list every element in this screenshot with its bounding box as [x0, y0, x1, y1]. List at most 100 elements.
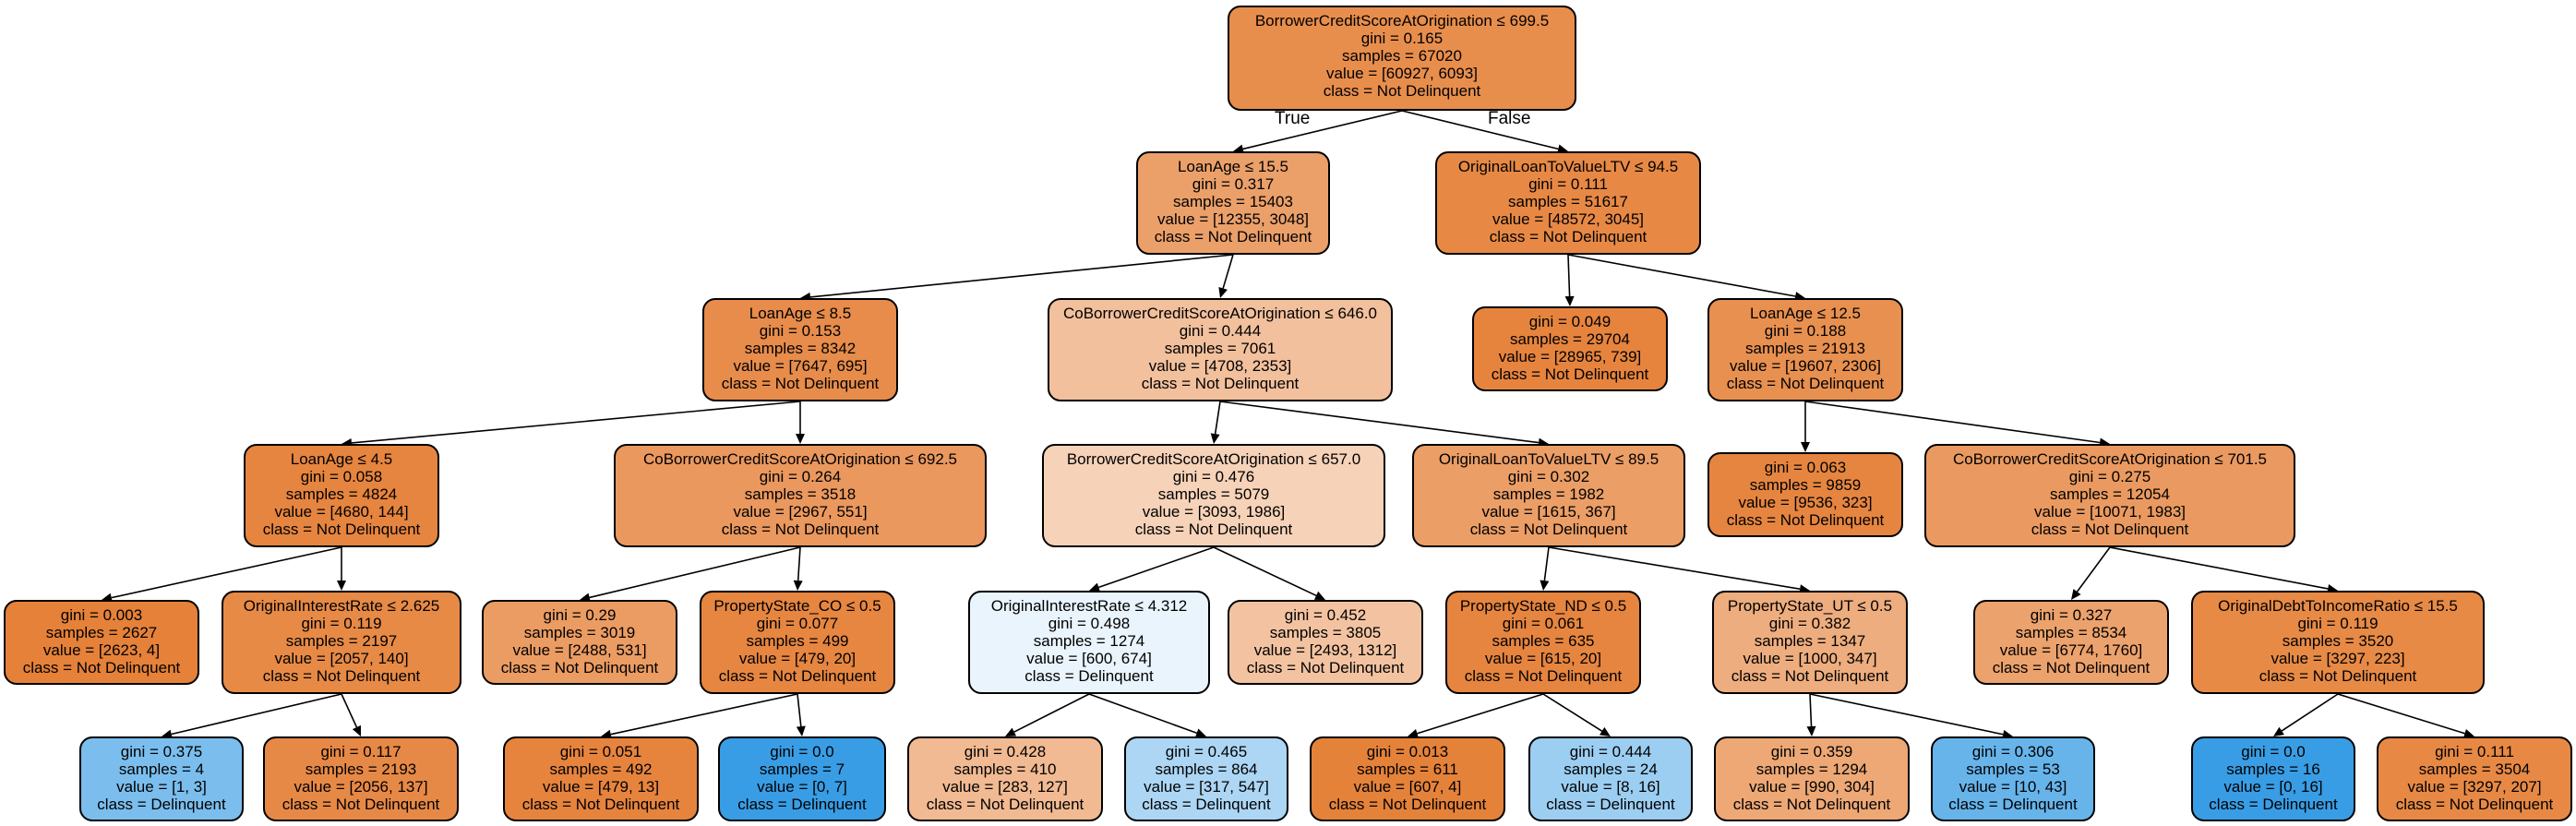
node-value: value = [19607, 2306]	[1730, 357, 1881, 375]
node-gini: gini = 0.317	[1192, 175, 1275, 193]
node-value: value = [479, 13]	[542, 778, 660, 796]
arrowhead	[1600, 726, 1611, 736]
node-value: value = [2057, 140]	[274, 650, 409, 667]
arrowhead	[1557, 144, 1568, 154]
node-class: class = Not Delinquent	[2031, 521, 2189, 538]
arrowhead	[1540, 580, 1550, 591]
node-class: class = Delinquent	[2209, 796, 2338, 813]
arrowhead	[793, 580, 803, 591]
node-class: class = Not Delinquent	[1141, 375, 1300, 392]
node-samples: samples = 53	[1966, 760, 2060, 778]
arrowhead	[1089, 582, 1101, 593]
node-gini: gini = 0.013	[1366, 743, 1449, 760]
tree-edge	[1242, 110, 1403, 150]
node-class: class = Not Delinquent	[1323, 82, 1481, 100]
node-class: class = Not Delinquent	[721, 521, 880, 538]
tree-edge	[1809, 693, 2004, 736]
arrowhead	[1005, 727, 1017, 736]
node-samples: samples = 12054	[2050, 485, 2170, 503]
node-class: class = Delinquent	[1546, 796, 1675, 813]
tree-edge	[1542, 693, 1603, 732]
node-condition: OriginalDebtToIncomeRatio ≤ 15.5	[2218, 597, 2458, 615]
node-samples: samples = 611	[1357, 760, 1458, 778]
node-class: class = Not Delinquent	[1154, 228, 1312, 245]
node-value: value = [3093, 1986]	[1142, 503, 1286, 521]
node-condition: PropertyState_UT ≤ 0.5	[1727, 597, 1893, 615]
tree-edge	[1548, 546, 1801, 590]
arrowhead	[1806, 725, 1816, 736]
node-gini: gini = 0.302	[1507, 468, 1590, 485]
node-gini: gini = 0.058	[300, 468, 383, 485]
node-value: value = [2488, 531]	[512, 641, 647, 659]
node-samples: samples = 3518	[744, 485, 857, 503]
tree-edge	[1809, 693, 1813, 727]
node-class: class = Not Delinquent	[1731, 667, 1889, 685]
arrowhead	[1564, 295, 1575, 306]
node-value: value = [8, 16]	[1561, 778, 1660, 796]
node-samples: samples = 7	[759, 760, 845, 778]
node-gini: gini = 0.452	[1284, 606, 1367, 624]
split-node: CoBorrowerCreditScoreAtOrigination ≤ 692…	[614, 444, 987, 547]
node-value: value = [28965, 739]	[1498, 348, 1642, 365]
node-condition: PropertyState_CO ≤ 0.5	[713, 597, 881, 615]
node-condition: OriginalLoanToValueLTV ≤ 94.5	[1457, 158, 1679, 175]
node-value: value = [10, 43]	[1959, 778, 2067, 796]
node-samples: samples = 2197	[285, 632, 398, 650]
node-condition: LoanAge ≤ 4.5	[290, 450, 393, 468]
split-node: BorrowerCreditScoreAtOrigination ≤ 657.0…	[1042, 444, 1385, 547]
arrowhead	[1210, 433, 1220, 444]
node-class: class = Not Delinquent	[1992, 659, 2151, 676]
arrowhead	[1233, 144, 1244, 154]
node-class: class = Not Delinquent	[718, 667, 877, 685]
tree-edge	[1222, 254, 1234, 289]
node-value: value = [6774, 1760]	[1999, 641, 2143, 659]
arrowhead	[1194, 728, 1206, 737]
node-samples: samples = 16	[2226, 760, 2320, 778]
node-gini: gini = 0.359	[1770, 743, 1853, 760]
node-value: value = [3297, 207]	[2407, 778, 2542, 796]
node-gini: gini = 0.111	[2435, 743, 2514, 760]
node-class: class = Not Delinquent	[1726, 375, 1885, 392]
node-samples: samples = 15403	[1173, 193, 1293, 210]
node-gini: gini = 0.498	[1048, 615, 1131, 632]
node-samples: samples = 410	[953, 760, 1057, 778]
node-samples: samples = 2193	[305, 760, 417, 778]
node-condition: CoBorrowerCreditScoreAtOrigination ≤ 701…	[1952, 450, 2268, 468]
node-gini: gini = 0.444	[1569, 743, 1652, 760]
node-gini: gini = 0.375	[120, 743, 203, 760]
node-samples: samples = 51617	[1508, 193, 1628, 210]
tree-edge	[1013, 693, 1090, 733]
node-samples: samples = 3520	[2282, 632, 2394, 650]
node-value: value = [0, 7]	[757, 778, 847, 796]
node-class: class = Not Delinquent	[1464, 667, 1623, 685]
node-samples: samples = 7061	[1164, 340, 1276, 357]
node-value: value = [9536, 323]	[1738, 494, 1873, 511]
node-samples: samples = 1274	[1033, 632, 1145, 650]
node-value: value = [60927, 6093]	[1326, 65, 1478, 82]
arrowhead	[1408, 728, 1419, 738]
node-gini: gini = 0.063	[1764, 459, 1847, 476]
node-samples: samples = 2627	[45, 624, 158, 641]
node-samples: samples = 1294	[1755, 760, 1868, 778]
node-gini: gini = 0.264	[759, 468, 842, 485]
tree-edge	[797, 546, 801, 581]
node-class: class = Not Delinquent	[500, 659, 659, 676]
node-samples: samples = 67020	[1342, 47, 1462, 65]
node-gini: gini = 0.049	[1528, 313, 1611, 330]
node-samples: samples = 29704	[1510, 330, 1630, 348]
node-class: class = Delinquent	[1024, 667, 1154, 685]
split-node: CoBorrowerCreditScoreAtOrigination ≤ 646…	[1048, 298, 1393, 401]
split-node: CoBorrowerCreditScoreAtOrigination ≤ 701…	[1924, 444, 2295, 547]
arrowhead	[2071, 589, 2081, 600]
